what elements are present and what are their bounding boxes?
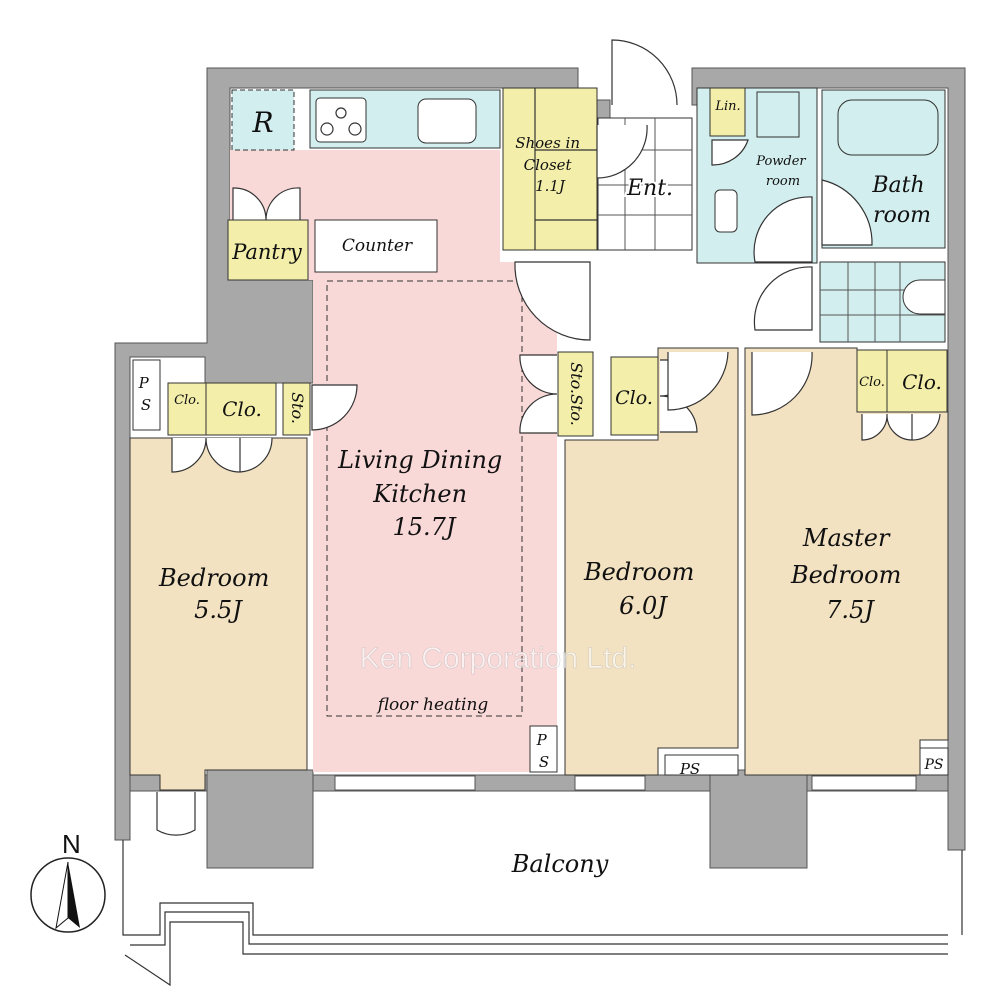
pillar-left xyxy=(206,769,314,869)
washbasin-icon xyxy=(714,189,738,233)
closet-label: Clo. xyxy=(222,397,262,421)
storage-doors[interactable] xyxy=(519,354,558,434)
pipe-space xyxy=(664,754,739,776)
bedroom-middle-label: Bedroom 6.0J xyxy=(583,558,702,620)
stove-icon xyxy=(315,97,367,143)
floor-heating-area xyxy=(326,280,523,717)
refrigerator-space xyxy=(231,89,295,151)
burner-icon xyxy=(335,107,347,119)
powder-room-label: Powder room xyxy=(755,154,810,189)
closet-label: Clo. xyxy=(859,375,885,390)
pillar-right xyxy=(709,769,808,869)
closet xyxy=(205,382,277,436)
window xyxy=(574,775,646,791)
closet-doors[interactable] xyxy=(171,437,273,473)
bedroom-left-label: Bedroom 5.5J xyxy=(158,564,277,624)
sink-icon xyxy=(417,98,477,144)
closet xyxy=(610,356,659,436)
ps-label: P S xyxy=(536,731,552,771)
north-arrow-icon xyxy=(55,861,69,930)
ps-label: PS xyxy=(923,757,943,773)
balcony-outline xyxy=(122,840,963,987)
pipe-space-ldk xyxy=(529,725,558,773)
tile-lines xyxy=(598,118,692,250)
ps-label: PS xyxy=(679,760,700,778)
linen-label: Lin. xyxy=(714,99,740,114)
powder-room-door[interactable] xyxy=(753,196,813,263)
ps-label: P S xyxy=(138,374,154,414)
shoe-closet-door[interactable] xyxy=(596,124,648,179)
closet-doors[interactable] xyxy=(861,413,941,441)
ldk-label: Living Dining Kitchen 15.7J xyxy=(337,446,510,541)
closet-label: Clo. xyxy=(615,387,653,409)
shoes-closet xyxy=(502,87,598,251)
closet-label: Clo. xyxy=(174,393,200,408)
floor-heating-label: floor heating xyxy=(376,695,489,715)
bathroom-door[interactable] xyxy=(821,179,873,246)
pantry-door[interactable] xyxy=(232,187,301,221)
linen-door[interactable] xyxy=(711,139,749,166)
pipe-space-left xyxy=(132,359,161,431)
north-label: N xyxy=(62,829,81,859)
storage xyxy=(282,382,311,436)
bathtub-icon xyxy=(837,99,939,156)
counter xyxy=(314,219,438,273)
pipe-space xyxy=(919,747,949,776)
burner-icon xyxy=(348,122,362,136)
counter-label: Counter xyxy=(342,236,413,256)
pantry xyxy=(227,219,309,281)
burner-icon xyxy=(320,122,334,136)
storage-double xyxy=(557,351,594,437)
closet-small xyxy=(167,382,207,436)
tile-lines xyxy=(820,262,945,342)
toilet-icon xyxy=(902,279,946,315)
window xyxy=(334,775,476,791)
entrance-label: Ent. xyxy=(626,176,673,201)
window xyxy=(811,775,917,791)
ldk-floor xyxy=(230,150,557,772)
closet xyxy=(886,349,948,413)
bedroom-middle xyxy=(564,347,739,776)
linen-closet xyxy=(709,87,746,137)
master-bedroom-door[interactable] xyxy=(751,351,813,416)
shoes-closet-label: Shoes in Closet 1.1J xyxy=(515,134,585,195)
watermark: Ken Corporation Ltd. xyxy=(360,642,637,675)
storage-label: Sto. xyxy=(288,392,307,424)
balcony-door[interactable] xyxy=(156,792,196,836)
storage-label: Sto.Sto. xyxy=(567,362,586,426)
bathroom-label: Bath room xyxy=(871,173,931,228)
north-compass: N xyxy=(30,829,106,933)
bedroom-left xyxy=(129,437,308,791)
pantry-label: Pantry xyxy=(231,240,303,264)
balcony-label: Balcony xyxy=(511,850,609,878)
washer-icon xyxy=(756,91,800,138)
storage-door[interactable] xyxy=(311,384,358,431)
shelf-lines xyxy=(534,88,597,250)
closet-label: Clo. xyxy=(902,370,942,394)
master-bedroom-label: Master Bedroom 7.5J xyxy=(790,524,909,624)
toilet-door[interactable] xyxy=(753,266,813,331)
front-door[interactable] xyxy=(611,39,678,106)
refrigerator-label: R xyxy=(251,106,273,139)
north-arrow-icon xyxy=(68,862,80,928)
bedroom-door[interactable] xyxy=(667,351,729,411)
ldk-door[interactable] xyxy=(514,261,591,341)
